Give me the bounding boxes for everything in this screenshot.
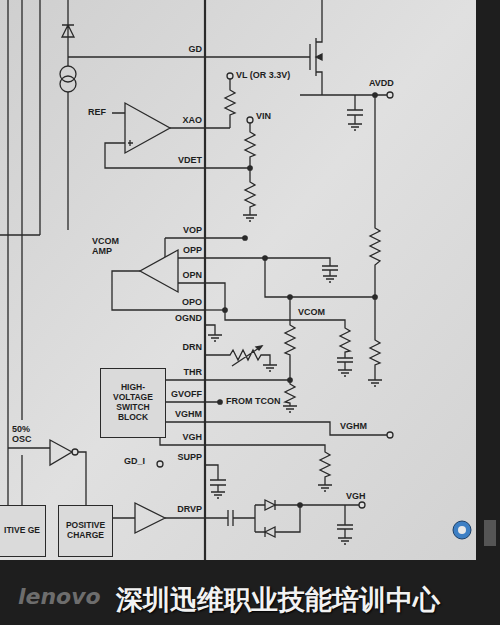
signal-name: OPO [182, 298, 202, 308]
signal-name: GD_I [124, 457, 145, 467]
resistor-symbol [205, 346, 277, 371]
signal-name: DRN [183, 343, 203, 353]
terminal [359, 502, 365, 508]
process-box: POSITIVE CHARGE [58, 505, 113, 557]
junction-dot [243, 236, 247, 240]
wire [0, 0, 40, 505]
terminal [387, 92, 393, 98]
signal-name: VGHM [340, 422, 367, 432]
opamp-symbol [140, 250, 178, 292]
signal-name: XAO [182, 116, 202, 126]
signal-name: VL (OR 3.3V) [236, 71, 290, 81]
signal-name: OPP [183, 246, 202, 256]
box-label: HIGH-VOLTAGE SWITCH BLOCK [104, 383, 162, 422]
resistor-symbol [368, 95, 382, 386]
signal-name: GVOFF [171, 390, 202, 400]
signal-name: VGHM [175, 410, 202, 420]
junction-dot [218, 400, 222, 404]
resistor-symbol [205, 297, 297, 412]
diode-symbol [265, 527, 275, 537]
arrow-head [256, 346, 262, 350]
wire [265, 258, 375, 297]
wire [8, 448, 86, 505]
signal-name: THR [184, 368, 203, 378]
signal-name: VGH [182, 433, 202, 443]
process-box: ITIVE GE [0, 505, 46, 557]
resistor-symbol [205, 283, 353, 376]
signal-name: 50% OSC [12, 425, 32, 445]
signal-name: AVDD [369, 79, 394, 89]
comparator-symbol [125, 103, 170, 153]
chip-edge [204, 0, 206, 560]
capacitor-symbol [205, 258, 338, 282]
signal-name: VOP [183, 226, 202, 236]
resistor-symbol [170, 79, 235, 128]
box-label: ITIVE GE [4, 526, 40, 536]
current-source [60, 76, 76, 92]
junction-dot [288, 295, 292, 299]
signal-name: SUPP [177, 453, 202, 463]
ground-symbol [205, 325, 222, 341]
mosfet-symbol [68, 0, 387, 95]
terminal [387, 432, 393, 438]
diode-symbol [62, 0, 74, 230]
resistor-symbol [243, 123, 257, 221]
taskbar-icon [484, 520, 496, 546]
wire [205, 309, 225, 310]
signal-name: OPN [182, 271, 202, 281]
terminal [157, 461, 163, 467]
wire [113, 505, 345, 532]
watermark: 深圳迅维职业技能培训中心 [116, 582, 440, 618]
terminal [227, 73, 233, 79]
wire [105, 113, 250, 168]
buffer-symbol [135, 503, 165, 533]
wires [0, 0, 393, 560]
mosfet-arrow [316, 54, 322, 60]
signal-name: VIN [256, 112, 271, 122]
capacitor-symbol [347, 95, 363, 130]
diode-symbol [265, 500, 275, 510]
terminal [247, 117, 253, 123]
junction-dot [298, 503, 302, 507]
junction-dot [373, 295, 377, 299]
box-label: POSITIVE CHARGE [62, 521, 109, 541]
signal-name: VGH [346, 492, 366, 502]
signal-name: VDET [178, 156, 202, 166]
taskbar-icon [453, 521, 471, 539]
brand-logo: lenovo [18, 584, 101, 609]
signal-name: REF [88, 108, 106, 118]
signal-name: OGND [175, 314, 202, 324]
current-source [60, 66, 76, 82]
taskbar-icon [458, 526, 466, 534]
signal-name: GD [189, 45, 203, 55]
inverter-bubble [72, 449, 78, 455]
process-box: HIGH-VOLTAGE SWITCH BLOCK [100, 368, 166, 438]
signal-name: VCOM AMP [92, 237, 119, 257]
signal-name: FROM TCON [226, 397, 281, 407]
wire [160, 380, 387, 491]
capacitor-symbol [337, 505, 359, 544]
junction-dot [248, 166, 252, 170]
junction-dot [288, 378, 292, 382]
capacitor-symbol [205, 465, 226, 498]
signal-name: DRVP [177, 505, 202, 515]
inverter-symbol [50, 440, 72, 465]
junction-dot [373, 93, 377, 97]
screen [0, 0, 476, 560]
junction-dot [263, 256, 267, 260]
signal-name: VCOM [298, 308, 325, 318]
junction-dot [223, 308, 227, 312]
